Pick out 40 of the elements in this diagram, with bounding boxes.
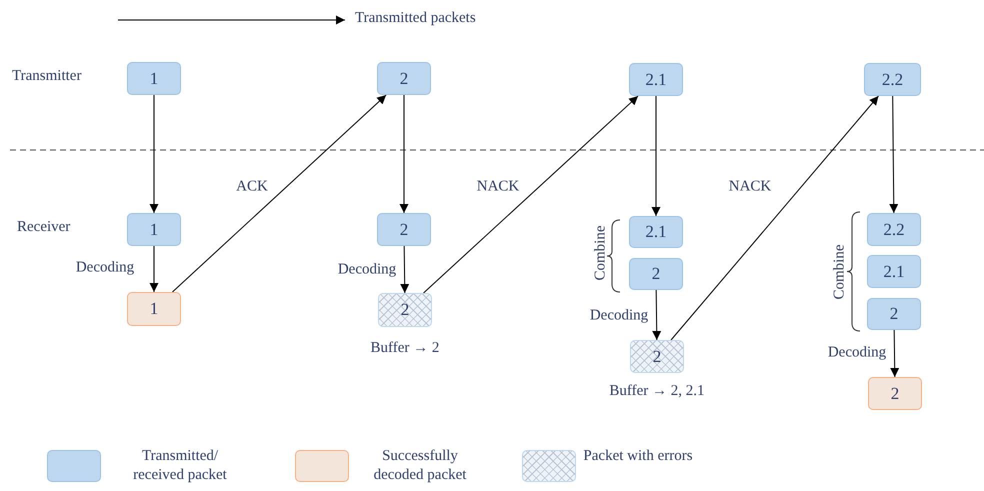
edge-label: Decoding [336,262,398,278]
buffer-note: Buffer → 2 [370,340,440,357]
packet-box: 2.2 [867,213,921,246]
decoded-packet-box: 1 [127,292,181,326]
arrow [150,246,158,292]
arrow [670,96,879,340]
packet-box: 2 [867,298,921,330]
error-packet-box: 2 [378,293,432,327]
legend-text: Transmitted/ received packet [132,447,228,485]
legend-text: Successfully decoded packet [372,447,468,485]
packet-box: 2 [377,213,431,246]
packet-box: 2 [377,62,431,95]
arrow [652,96,660,216]
arrow [172,94,387,292]
packet-box: 2.1 [629,63,683,96]
packet-box: 2.1 [867,255,921,288]
legend-text: Packet with errors [583,447,693,466]
error-packet-box: 2 [630,340,684,373]
packet-box: 1 [127,213,181,246]
arrow [890,330,900,378]
arrow [423,96,639,294]
packet-box: 2 [629,258,683,290]
arrow [889,96,898,214]
arrow [652,290,662,340]
edge-label: Decoding [588,308,650,324]
edge-label: Decoding [826,344,888,362]
row-label: Transmitter [12,68,82,85]
arrow [400,94,408,214]
decoded-packet-box: 2 [868,377,922,410]
packet-box: 1 [127,62,181,95]
packet-box: 2.1 [629,216,683,248]
arrow [400,246,410,294]
rotated-label: Combine [592,226,610,280]
rotated-label: Combine [832,244,848,300]
arrow [150,94,158,214]
edge-label: Decoding [74,260,136,276]
row-label: Receiver [17,219,70,236]
packet-box: 2.2 [864,63,921,96]
buffer-note: Buffer → 2, 2.1 [609,383,705,400]
label: Transmitted packets [355,10,476,27]
